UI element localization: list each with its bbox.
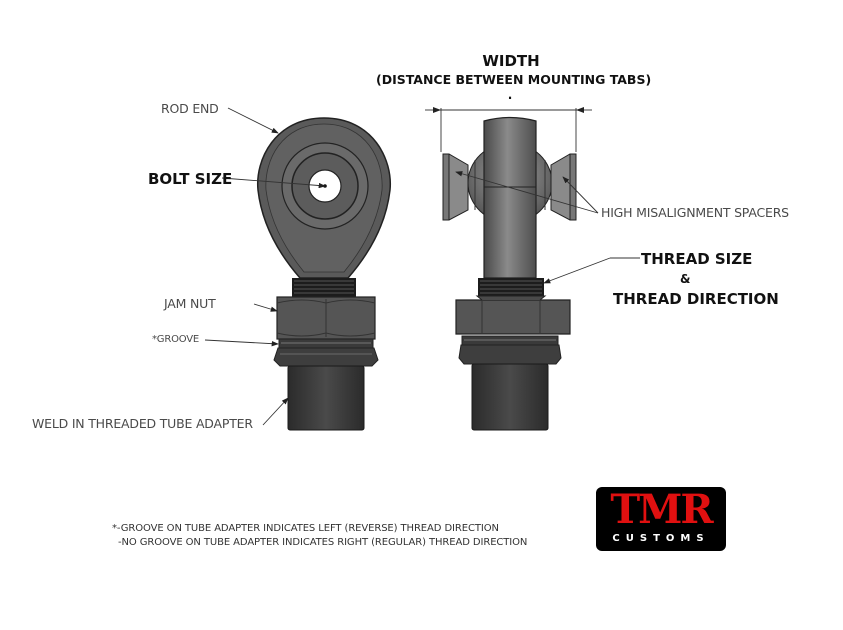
width-dimension	[425, 107, 592, 152]
label-spacers: HIGH MISALIGNMENT SPACERS	[601, 205, 789, 220]
note-no-groove-right: -NO GROOVE ON TUBE ADAPTER INDICATES RIG…	[118, 537, 528, 548]
logo-background	[596, 487, 726, 551]
width-marker: .	[507, 88, 513, 102]
logo-main-text: TMR	[610, 486, 713, 533]
width-subtitle: (DISTANCE BETWEEN MOUNTING TABS)	[376, 72, 652, 87]
label-weld-adapter: WELD IN THREADED TUBE ADAPTER	[32, 416, 253, 431]
label-ampersand: &	[680, 272, 691, 286]
note-groove-left: *-GROOVE ON TUBE ADAPTER INDICATES LEFT …	[112, 523, 499, 534]
label-bolt-size: BOLT SIZE	[148, 170, 233, 188]
left-rod-end	[256, 117, 392, 431]
tmr-customs-logo: TMR CUSTOMS	[596, 487, 726, 551]
label-groove: *GROOVE	[152, 334, 200, 345]
logo-sub-text: CUSTOMS	[612, 533, 710, 544]
right-rod-end	[442, 116, 577, 431]
label-thread-size: THREAD SIZE	[641, 250, 753, 268]
label-jam-nut: JAM NUT	[164, 296, 216, 311]
label-thread-direction: THREAD DIRECTION	[613, 290, 779, 308]
label-rod-end: ROD END	[161, 101, 219, 116]
width-title: WIDTH	[482, 52, 540, 70]
